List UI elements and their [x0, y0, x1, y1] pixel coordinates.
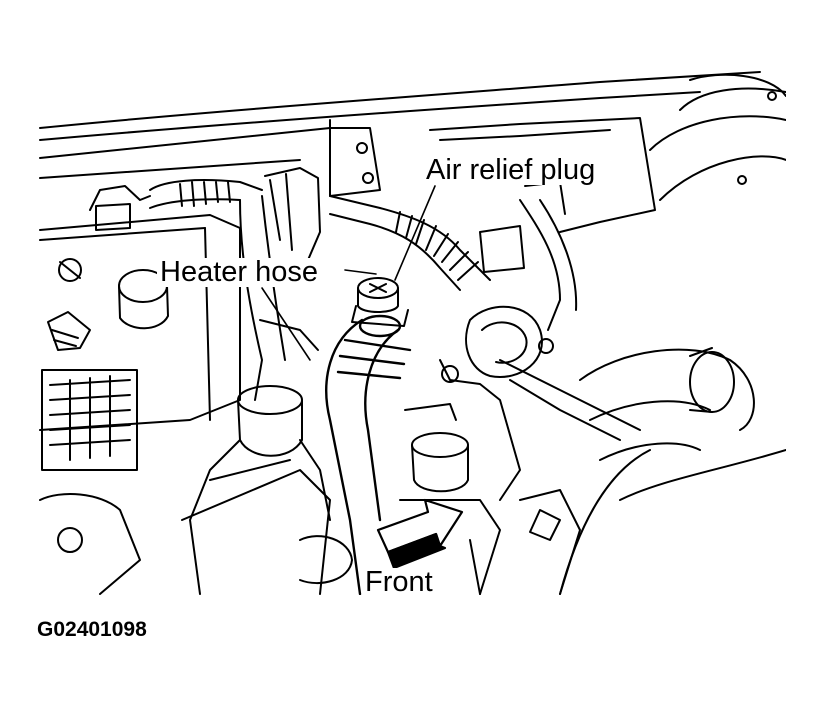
front-label: Front — [362, 568, 436, 597]
air-relief-plug-label: Air relief plug — [422, 156, 600, 185]
right-pipework — [439, 199, 641, 501]
wire-harness — [89, 179, 263, 231]
front-arrow — [376, 498, 464, 570]
fuse-box — [39, 214, 241, 595]
corrugated-hose — [329, 195, 491, 291]
cowl-panel — [39, 71, 761, 233]
right-body-panel — [649, 73, 786, 201]
figure-code: G02401098 — [37, 618, 147, 641]
radiator-hose — [559, 347, 786, 595]
leader-lines — [261, 185, 436, 361]
air-relief-plug — [351, 277, 409, 327]
heater-hose-label: Heater hose — [157, 258, 321, 287]
thermostat-housing — [299, 403, 581, 595]
